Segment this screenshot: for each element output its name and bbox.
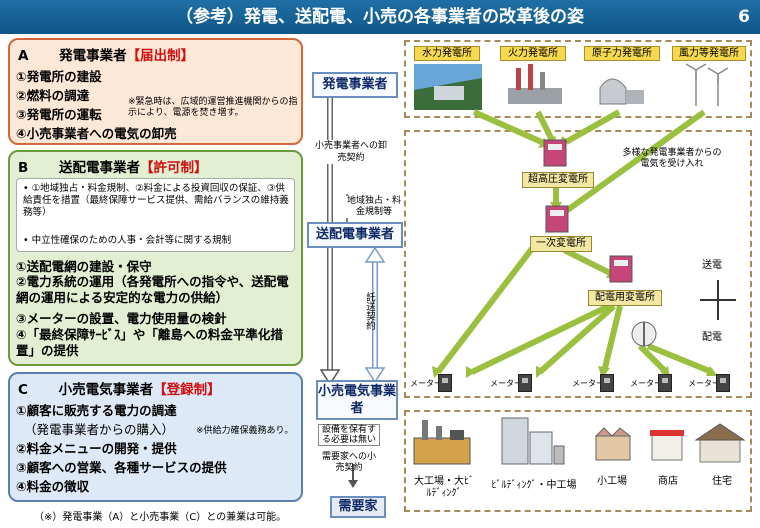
shop-icon (650, 430, 684, 461)
panel-b-letter: B (18, 160, 29, 176)
panel-b-header: B 送配電事業者【許可制】 (18, 156, 208, 176)
meter-icon (658, 374, 672, 392)
direction-cross-icon (700, 280, 736, 320)
consumer-label-house: 住宅 (712, 476, 732, 487)
panel-a-item: ①発電所の建設 (16, 69, 102, 84)
primary-substation-icon (545, 205, 569, 233)
wholesale-contract-label: 小売事業者への卸売契約 (312, 140, 390, 164)
page-title: （参考）発電、送配電、小売の各事業者の改革後の姿 (176, 7, 584, 27)
meter-label: メーター (490, 379, 522, 388)
consumer-label-large-factory: 大工場・大ﾋﾞﾙﾃﾞｨﾝｸﾞ (414, 476, 474, 499)
panel-c-item: ①顧客に販売する電力の調達 (16, 403, 177, 418)
primary-substation-label: 一次変電所 (530, 236, 592, 252)
plant-label-wind: 風力等発電所 (672, 46, 746, 61)
plants-frame (404, 40, 752, 118)
panel-b-title: 送配電事業者 (59, 160, 140, 176)
panel-b-item: ①送配電網の建設・保守 (16, 259, 152, 274)
small-factory-icon (594, 427, 632, 461)
panel-b-item: ③メーターの設置、電力使用量の検針 (16, 311, 227, 326)
panel-c-regime: 【登録制】 (153, 382, 221, 398)
various-generators-note: 多様な発電事業者からの電気を受け入れ (622, 148, 722, 169)
panel-c-item: ④料金の徴収 (16, 479, 90, 494)
meter-label: メーター (572, 379, 604, 388)
consumer-icons (413, 417, 746, 465)
meter-label: メーター (630, 379, 662, 388)
house-icon (694, 423, 746, 463)
panel-b-item: ④「最終保障ｻｰﾋﾞｽ」や「離島への料金平準化措置」の提供 (16, 327, 283, 358)
panel-c-header: C 小売電気事業者【登録制】 (18, 378, 221, 398)
no-facility-note: 設備を保有する必要は無い (318, 424, 380, 446)
page-number: 6 (738, 7, 750, 27)
title-bar (0, 0, 760, 34)
wholesale-arrow-head (319, 369, 341, 386)
bullet-dot: • (23, 235, 32, 246)
panel-a-item: ④小売事業者への電気の卸売 (16, 126, 177, 141)
wind-plant-icon (685, 63, 729, 106)
panel-a-regime: 【届出制】 (126, 48, 195, 64)
consumer-label-small-factory: 小工場 (597, 476, 627, 487)
hydro-plant-icon (414, 64, 482, 110)
retailer-box: 小売電気事業者 (316, 380, 398, 420)
meter-icon (716, 374, 730, 392)
regulation-bullet: • 中立性確保のための人事・会計等に関する規制 (23, 235, 232, 246)
regulation-label: 地域独占・料金規制等 (343, 196, 405, 218)
regulation-bullet: • ①地域独占・料金規制、②料金による投資回収の保証、③供給責任を措置（最終保障… (23, 183, 289, 218)
panel-retail: C 小売電気事業者【登録制】 ①顧客に販売する電力の調達 （発電事業者からの購入… (8, 372, 303, 502)
panel-transmission: B 送配電事業者【許可制】 • ①地域独占・料金規制、②料金による投資回収の保証… (8, 150, 303, 366)
distribution-substation-icon (609, 255, 633, 283)
consumer-box: 需要家 (330, 496, 386, 518)
plant-label-thermal: 火力発電所 (500, 46, 566, 61)
meter-icon (438, 374, 452, 392)
pole-transformer-icon (631, 321, 657, 347)
consumer-label-building: ﾋﾞﾙﾃﾞｨﾝｸﾞ・中工場 (491, 480, 577, 491)
panel-c-title: 小売電気事業者 (58, 382, 154, 398)
panel-generation: A 発電事業者【届出制】 ①発電所の建設 ②燃料の調達 ③発電所の運転 ④小売事… (8, 38, 303, 145)
power-flow-arrows (435, 109, 714, 375)
transmission-direction-label: 送電 (702, 260, 722, 271)
wheeling-arrow-head-up (364, 246, 386, 263)
thermal-plant-icon (508, 64, 562, 104)
transmission-box: 送配電事業者 (307, 222, 403, 248)
meter-label: メーター (688, 379, 720, 388)
panel-c-letter: C (18, 382, 28, 398)
panel-c-note: ※供給力確保義務あり。 (196, 426, 294, 436)
panel-a-note: ※緊急時は、広域的運営推進機関からの指示により、電源を焚き増す。 (128, 97, 298, 118)
panel-a-item: ③発電所の運転 (16, 107, 102, 122)
consumers-frame (404, 410, 752, 512)
ultra-high-substation-icon (543, 139, 567, 167)
panel-c-item: ②料金メニューの開発・提供 (16, 441, 177, 456)
retail-arrow-head (348, 480, 358, 488)
meter-label: メーター (410, 379, 442, 388)
panel-a-header: A 発電事業者【届出制】 (18, 44, 194, 64)
grid-diagram (414, 63, 736, 378)
panel-c-item: ③顧客への営業、各種サービスの提供 (16, 460, 227, 475)
footnote: （※）発電事業（A）と小売事業（C）との兼業は可能。 (34, 512, 287, 523)
panel-b-item: ②電力系統の運用（各発電所への指令や、送配電網の運用による安定的な電力の供給） (16, 274, 289, 305)
generator-box: 発電事業者 (312, 72, 398, 98)
distribution-substation-label: 配電用変電所 (588, 290, 662, 306)
panel-a-title: 発電事業者 (59, 48, 127, 64)
distribution-direction-label: 配電 (702, 332, 722, 343)
panel-a-item: ②燃料の調達 (16, 88, 90, 103)
regulation-box: • ①地域独占・料金規制、②料金による投資回収の保証、③供給責任を措置（最終保障… (16, 178, 295, 252)
panel-c-item: （発電事業者からの購入） (24, 422, 175, 437)
meter-icon (518, 374, 532, 392)
panel-a-letter: A (18, 48, 29, 64)
building-factory-icon (501, 417, 565, 465)
nuclear-plant-icon (599, 78, 644, 105)
panel-b-regime: 【許可制】 (140, 160, 208, 176)
wheeling-contract-label: 託送契約 (364, 292, 375, 330)
retail-contract-label: 需要家への小売契約 (321, 452, 376, 473)
ultra-high-substation-label: 超高圧変電所 (522, 172, 594, 188)
consumer-label-shop: 商店 (658, 476, 678, 487)
plant-label-hydro: 水力発電所 (414, 46, 480, 61)
large-factory-icon (413, 420, 471, 465)
meter-icon (600, 374, 614, 392)
grid-frame (404, 130, 752, 398)
bullet-dot: • (23, 183, 32, 194)
plant-label-nuclear: 原子力発電所 (584, 46, 660, 61)
wheeling-arrow-head-down (364, 367, 386, 384)
